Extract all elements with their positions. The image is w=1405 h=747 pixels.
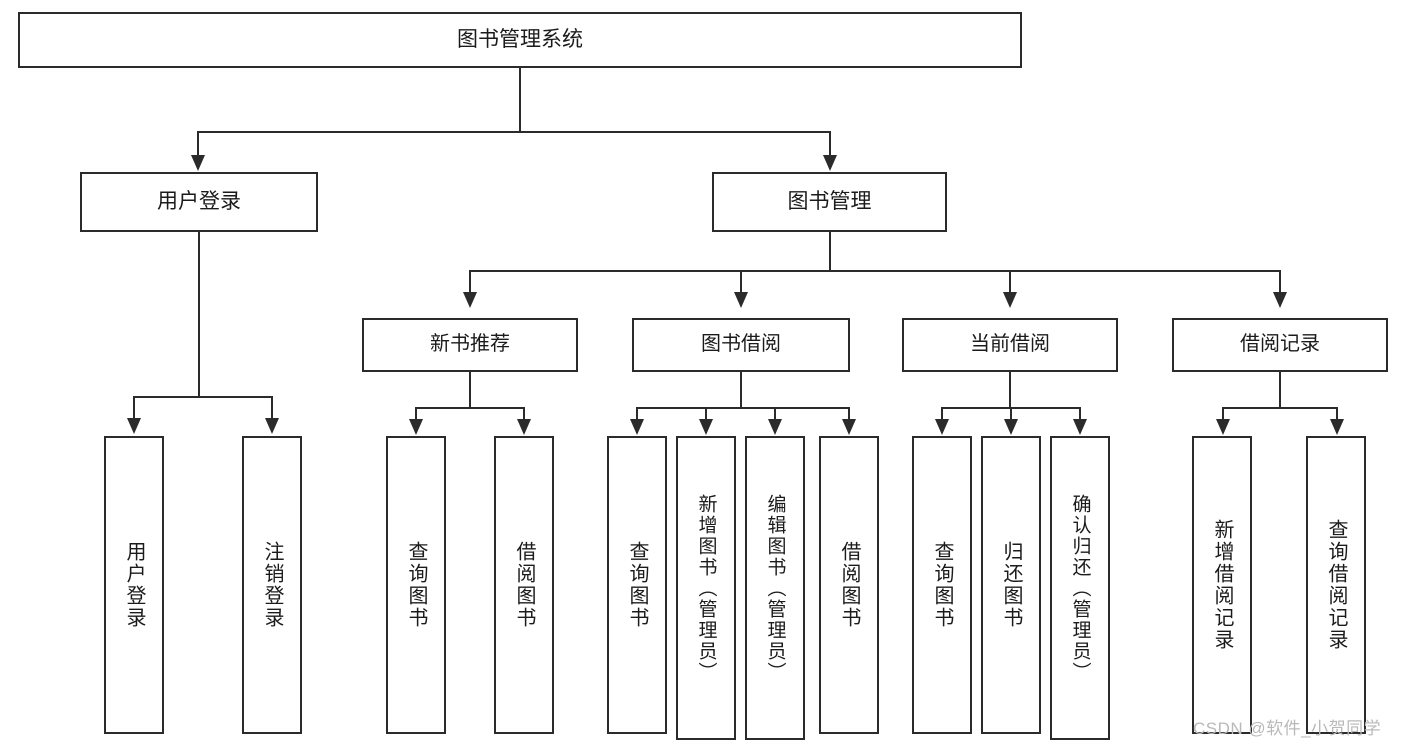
node-book-manage[interactable]: 图书管理 <box>712 172 947 232</box>
leaf-label: 查询借阅记录 <box>1325 519 1347 651</box>
connector-to-borrow-record <box>1279 270 1281 294</box>
connector-book-borrow-stem <box>740 372 742 408</box>
connector-level1-bus <box>197 131 831 133</box>
connector-new-book-drop-1 <box>415 407 417 421</box>
leaf-label: 新增图书（管理员） <box>695 493 717 683</box>
arrowhead-user-login-leaf-1 <box>127 418 141 434</box>
leaf-label: 查询图书 <box>626 541 648 629</box>
leaf-label: 注销登录 <box>261 541 283 629</box>
node-user-login[interactable]: 用户登录 <box>80 172 318 232</box>
connector-user-login-stem <box>198 232 200 397</box>
connector-user-login-bus <box>133 396 271 398</box>
connector-user-login-drop-2 <box>271 396 273 420</box>
connector-borrow-record-stem <box>1279 372 1281 408</box>
connector-to-user-login <box>197 131 199 157</box>
connector-book-borrow-drop-2 <box>705 407 707 421</box>
connector-to-book-borrow <box>740 270 742 294</box>
leaf-user-login-login[interactable]: 用户登录 <box>104 436 164 734</box>
connector-new-book-drop-2 <box>523 407 525 421</box>
leaf-current-borrow-query[interactable]: 查询图书 <box>912 436 972 734</box>
node-label: 图书借阅 <box>701 333 781 356</box>
node-label: 当前借阅 <box>970 333 1050 356</box>
node-root-system[interactable]: 图书管理系统 <box>18 12 1022 68</box>
leaf-new-book-borrow[interactable]: 借阅图书 <box>494 436 554 734</box>
node-current-borrow[interactable]: 当前借阅 <box>902 318 1118 372</box>
leaf-user-login-logout[interactable]: 注销登录 <box>242 436 302 734</box>
node-label: 借阅记录 <box>1240 333 1320 356</box>
arrowhead-to-book-manage <box>823 155 837 171</box>
node-label: 图书管理 <box>787 189 872 213</box>
leaf-label: 借阅图书 <box>513 541 535 629</box>
arrowhead-to-borrow-record <box>1273 292 1287 308</box>
connector-book-borrow-drop-4 <box>848 407 850 421</box>
node-label: 用户登录 <box>157 189 241 213</box>
connector-current-borrow-drop-2 <box>1010 407 1012 421</box>
arrowhead-new-book-leaf-1 <box>409 419 423 435</box>
connector-user-login-drop-1 <box>133 396 135 420</box>
connector-borrow-record-drop-2 <box>1336 407 1338 421</box>
leaf-label: 借阅图书 <box>838 541 860 629</box>
leaf-label: 新增借阅记录 <box>1211 519 1233 651</box>
connector-borrow-record-bus <box>1222 407 1338 409</box>
arrowhead-book-borrow-leaf-2 <box>699 419 713 435</box>
arrowhead-current-borrow-leaf-3 <box>1073 419 1087 435</box>
leaf-label: 查询图书 <box>405 541 427 629</box>
leaf-book-borrow-add[interactable]: 新增图书（管理员） <box>676 436 736 740</box>
leaf-new-book-query[interactable]: 查询图书 <box>386 436 446 734</box>
arrowhead-book-borrow-leaf-1 <box>630 419 644 435</box>
node-new-book-recommend[interactable]: 新书推荐 <box>362 318 578 372</box>
connector-root-stem <box>519 68 521 132</box>
connector-book-borrow-bus <box>636 407 850 409</box>
connector-book-borrow-drop-3 <box>774 407 776 421</box>
connector-level2-bus <box>469 270 1281 272</box>
leaf-label: 用户登录 <box>123 541 145 629</box>
connector-new-book-bus <box>415 407 525 409</box>
arrowhead-user-login-leaf-2 <box>265 418 279 434</box>
leaf-label: 归还图书 <box>1000 541 1022 629</box>
leaf-label: 查询图书 <box>931 541 953 629</box>
connector-borrow-record-drop-1 <box>1222 407 1224 421</box>
node-borrow-record[interactable]: 借阅记录 <box>1172 318 1388 372</box>
arrowhead-to-book-borrow <box>734 292 748 308</box>
arrowhead-current-borrow-leaf-2 <box>1004 419 1018 435</box>
leaf-current-borrow-return[interactable]: 归还图书 <box>981 436 1041 734</box>
leaf-borrow-record-query[interactable]: 查询借阅记录 <box>1306 436 1366 734</box>
leaf-current-borrow-confirm[interactable]: 确认归还（管理员） <box>1050 436 1110 740</box>
connector-to-book-manage <box>829 131 831 157</box>
csdn-watermark: CSDN @软件_小贺同学 <box>1193 719 1382 738</box>
node-label: 图书管理系统 <box>457 27 583 51</box>
node-label: 新书推荐 <box>430 333 510 356</box>
leaf-label: 编辑图书（管理员） <box>764 493 786 683</box>
connector-new-book-stem <box>469 372 471 408</box>
arrowhead-to-new-book <box>463 292 477 308</box>
leaf-book-borrow-edit[interactable]: 编辑图书（管理员） <box>745 436 805 740</box>
node-book-borrow[interactable]: 图书借阅 <box>632 318 850 372</box>
arrowhead-book-borrow-leaf-3 <box>768 419 782 435</box>
arrowhead-current-borrow-leaf-1 <box>935 419 949 435</box>
arrowhead-to-current-borrow <box>1003 292 1017 308</box>
leaf-book-borrow-borrow[interactable]: 借阅图书 <box>819 436 879 734</box>
arrowhead-new-book-leaf-2 <box>517 419 531 435</box>
connector-current-borrow-drop-3 <box>1079 407 1081 421</box>
arrowhead-borrow-record-leaf-1 <box>1216 419 1230 435</box>
connector-to-new-book <box>469 270 471 294</box>
connector-book-borrow-drop-1 <box>636 407 638 421</box>
connector-current-borrow-stem <box>1009 372 1011 408</box>
leaf-book-borrow-query[interactable]: 查询图书 <box>607 436 667 734</box>
arrowhead-to-user-login <box>191 155 205 171</box>
leaf-borrow-record-add[interactable]: 新增借阅记录 <box>1192 436 1252 734</box>
connector-book-manage-stem <box>829 232 831 271</box>
arrowhead-borrow-record-leaf-2 <box>1330 419 1344 435</box>
connector-to-current-borrow <box>1009 270 1011 294</box>
leaf-label: 确认归还（管理员） <box>1069 493 1091 683</box>
connector-current-borrow-drop-1 <box>941 407 943 421</box>
arrowhead-book-borrow-leaf-4 <box>842 419 856 435</box>
